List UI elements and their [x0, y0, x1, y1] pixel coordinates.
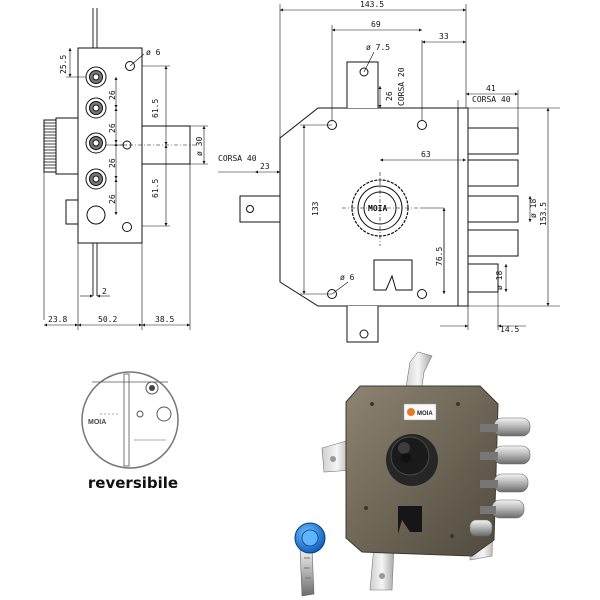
dim-offset: 2	[102, 287, 107, 296]
dim-overall-height: 153.5	[539, 202, 548, 226]
front-cylinder-brand: MOIA	[368, 204, 387, 213]
dim-corsa-top-b: CORSA 20	[397, 67, 406, 106]
side-view-dimension-labels: 25.5 ø 6 26 26 26 26 61.5 61.5 ø 30 2 23…	[48, 48, 204, 324]
dim-pitch-3: 26	[108, 158, 117, 168]
dim-upper-half: 61.5	[151, 99, 160, 118]
reversible-detail: MOIA	[81, 371, 179, 469]
dim-corsa-bolt: CORSA 40	[472, 95, 511, 104]
dim-bolt-dia: ø 18	[529, 199, 538, 218]
dim-edge-gap: 33	[439, 32, 449, 41]
dim-width-right: 38.5	[155, 315, 174, 324]
side-view	[43, 8, 208, 330]
dim-pitch-2: 26	[108, 123, 117, 133]
product-brand: MOIA	[417, 411, 433, 417]
dim-bolt-len: 41	[486, 84, 496, 93]
dim-lower-half: 61.5	[151, 179, 160, 198]
dim-corsa-top-a: 26	[385, 91, 394, 101]
dim-left-tab: 23	[260, 162, 270, 171]
dim-width-left: 23.8	[48, 315, 67, 324]
key	[294, 522, 326, 597]
reversible-caption: reversibile	[87, 474, 179, 492]
dim-cyl-to-edge: 69	[371, 20, 381, 29]
dim-pitch-1: 26	[108, 90, 117, 100]
dim-overall-width: 143.5	[360, 0, 384, 9]
product-photo: MOIA	[294, 351, 531, 597]
dim-bottom-off: 76.5	[435, 247, 444, 266]
dim-hole-bottom: ø 6	[340, 273, 355, 282]
front-view: MOIA	[218, 4, 560, 343]
dim-width-mid: 50.2	[98, 315, 117, 324]
dim-hole-top: ø 7.5	[366, 43, 390, 52]
dim-hole: ø 6	[146, 48, 161, 57]
dim-backset: 63	[421, 150, 431, 159]
dim-top: 25.5	[59, 55, 68, 74]
dim-latch-len: 14.5	[500, 325, 519, 334]
dim-corsa-left: CORSA 40	[218, 154, 257, 163]
dim-spindle: ø 30	[195, 137, 204, 156]
dim-height: 133	[311, 201, 320, 216]
detail-brand: MOIA	[88, 419, 106, 426]
dim-latch-dia: ø 18	[495, 271, 504, 290]
front-view-dimension-labels: 143.5 69 33 ø 7.5 26 CORSA 20 41 CORSA 4…	[218, 0, 548, 334]
dim-pitch-4: 26	[108, 194, 117, 204]
